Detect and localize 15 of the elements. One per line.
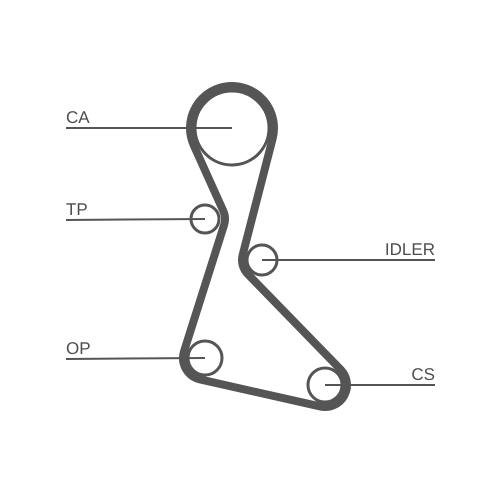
part-label: IDLER [384,240,435,259]
part-label: CS [411,365,435,384]
leader-line [262,259,435,261]
pulley [186,339,224,377]
leader-line [325,384,435,386]
part-label: OP [66,339,91,358]
leader-line [66,218,205,221]
leader-line [66,357,205,360]
part-label: CA [66,108,90,127]
pulley [193,89,271,167]
part-label: TP [66,200,88,219]
pulley [306,366,344,404]
pulley [245,243,279,277]
leader-line [66,127,232,129]
pulley [189,203,221,235]
